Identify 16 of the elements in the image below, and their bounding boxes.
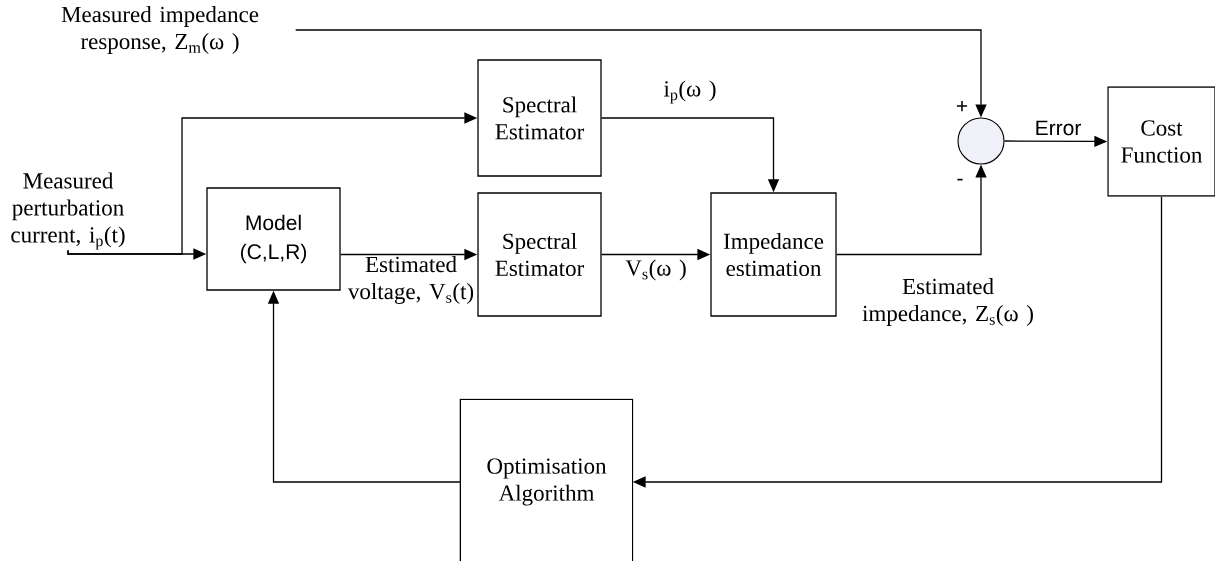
sign-label: + (956, 100, 968, 112)
block-box: Impedance estimation (710, 192, 837, 317)
edge-label: Estimated impedance, Z$_{s}$(ω ) (862, 278, 1033, 326)
block-box: Spectral Estimator (477, 59, 602, 177)
block-box: Cost Function (1107, 86, 1215, 197)
edge-label: V$_{s}$(ω ) (625, 259, 686, 281)
block-box: Model (C,L,R) (206, 187, 341, 291)
edge-label: i$_{p}$(ω ) (663, 80, 716, 104)
edge-label: Error (1036, 120, 1081, 136)
block-box: Spectral Estimator (477, 192, 602, 317)
sign-label: - (957, 178, 963, 181)
input-text: Measured impedance response, Z$_{m}$(ω ) (61, 6, 259, 54)
input-text: Measured perturbation current, i$_{p}$(t) (11, 172, 125, 250)
summing-junction (957, 117, 1005, 165)
edge-label: Estimated voltage, V$_{s}$(t) (347, 256, 474, 304)
block-box: Optimisation Algorithm (459, 398, 634, 561)
